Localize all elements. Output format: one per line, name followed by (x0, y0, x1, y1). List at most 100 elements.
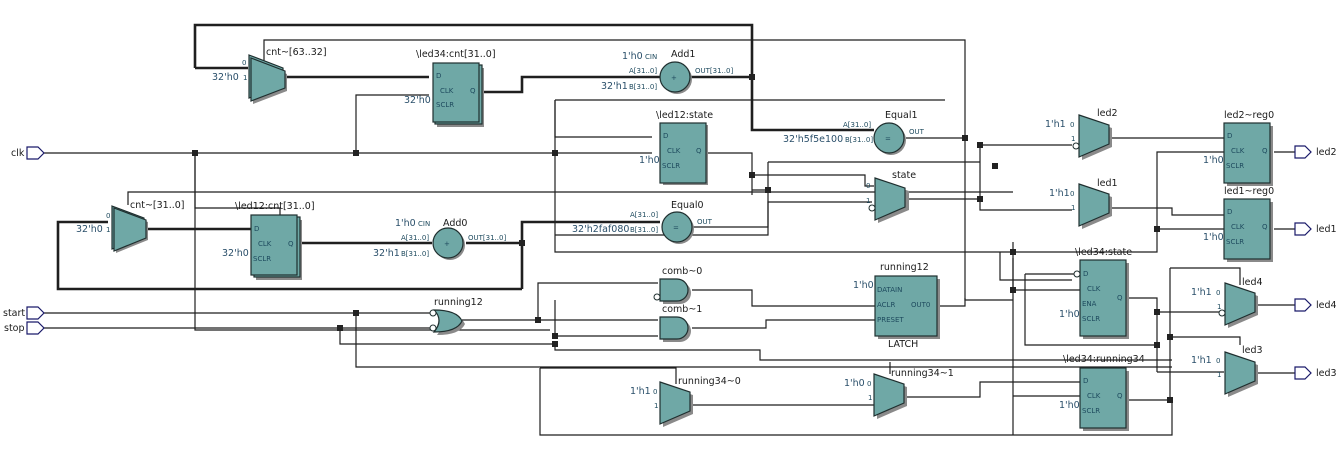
adder-add0[interactable]: + 1'h0 CIN A[31..0] 32'h1 B[31..0] OUT[3… (373, 218, 506, 260)
wire-junction (962, 135, 968, 141)
wire-junction (992, 163, 998, 169)
block-body (250, 57, 286, 102)
pin-label: CLK (440, 87, 454, 95)
port-label-led3: led3 (1316, 368, 1337, 379)
bus-bottom-loop (56, 220, 522, 291)
pin-label: A[31..0] (843, 121, 871, 129)
latch-running12[interactable]: DATAIN ACLR PRESET OUT0 1'h0 running12 L… (853, 262, 940, 350)
block-body (874, 275, 938, 337)
input-port-clk[interactable]: clk (11, 146, 45, 160)
wire-stop-down (339, 328, 1172, 361)
pin-label: Q (1117, 294, 1123, 302)
pin-label: 1 (866, 197, 870, 205)
mux-state[interactable]: 0 1 state (866, 170, 916, 223)
inverter-bubble (1073, 270, 1081, 278)
bus-led34q-add1 (482, 75, 660, 94)
wire-junction (977, 196, 983, 202)
mux-led3[interactable]: 0 1 1'h1 led3 (1191, 345, 1263, 397)
port-label-led2: led2 (1316, 147, 1337, 158)
pin-label: 0 (1216, 289, 1220, 297)
gate-running12-label: running12 (434, 297, 483, 308)
wire-junction (749, 74, 755, 80)
register-led34-running34[interactable]: D CLK SCLR Q 1'h0 \led34:running34 (1059, 354, 1145, 431)
mux-cnt-hi[interactable]: 0 1 32'h0 cnt~[63..32] (212, 47, 327, 104)
mux-cnt-lo[interactable]: 0 1 32'h0 cnt~[31..0] (76, 200, 185, 253)
pin-label: 1 (1217, 303, 1221, 311)
pin-label: D (663, 132, 668, 140)
wires (44, 23, 1295, 436)
output-port-led1[interactable]: led1 (1294, 222, 1337, 236)
wire-comb0-inv (554, 300, 658, 337)
pin-label: PRESET (877, 316, 904, 324)
output-port-led4[interactable]: led4 (1294, 298, 1337, 312)
mux-led1[interactable]: 0 1 1'h1 led1 (1049, 178, 1118, 229)
pin-label: CLK (1231, 223, 1245, 231)
pin-label: SCLR (436, 101, 454, 109)
wire-junction (749, 172, 755, 178)
mux-led2[interactable]: 0 1 1'h1 led2 (1045, 108, 1118, 160)
wire-junction (977, 142, 983, 148)
output-port-led3[interactable]: led3 (1294, 366, 1337, 380)
pin-label: + (444, 240, 450, 248)
constant-label: 1'h1 (630, 386, 651, 397)
constant-label: 1'h1 (1191, 355, 1212, 366)
pin-label: OUT (697, 218, 713, 226)
pin-label: Q (696, 147, 702, 155)
register-led1-reg0-label: led1~reg0 (1224, 186, 1274, 197)
gate-running12-or[interactable]: running12 (429, 297, 483, 335)
wire-clk-regs (999, 151, 1224, 281)
wire-junction (1154, 342, 1160, 348)
register-led12-cnt[interactable]: D CLK SCLR Q 32'h0 \led12:cnt[31..0] (222, 201, 315, 280)
adder-add1[interactable]: + 1'h0 CIN A[31..0] 32'h1 B[31..0] OUT[3… (601, 49, 733, 94)
wire-junction (519, 240, 525, 246)
pin-label: 0 (106, 212, 110, 220)
pin-label: 0 (1216, 357, 1220, 365)
block-body (432, 62, 480, 123)
wire-junction (1010, 249, 1016, 255)
constant-label: 32'h0 (222, 248, 249, 259)
mux-led4[interactable]: 0 1 1'h1 led4 (1191, 277, 1263, 328)
wire-comb0-aclr (692, 289, 876, 307)
pin-label: CLK (667, 147, 681, 155)
mux-running34-0[interactable]: 0 1 1'h1 running34~0 (630, 376, 741, 427)
wire-or-comb0 (462, 282, 658, 321)
block-body (1078, 183, 1110, 227)
gate-comb1-and[interactable]: comb~1 (659, 304, 702, 342)
mux-state-label: state (892, 170, 916, 181)
register-led12-state[interactable]: D CLK SCLR Q 1'h0 \led12:state (639, 110, 713, 185)
pin-label: D (1227, 132, 1232, 140)
gate-comb0-and[interactable]: comb~0 (653, 266, 702, 304)
register-led34-state[interactable]: D CLK ENA SCLR Q 1'h0 \led34:state (1059, 247, 1132, 339)
constant-label: 32'h1 (373, 248, 400, 259)
output-port-led2[interactable]: led2 (1294, 145, 1337, 159)
wire-outputs (1258, 151, 1295, 374)
pin-label: 0 (1070, 190, 1074, 198)
pin-label: D (436, 72, 441, 80)
pin-label: 1 (654, 402, 658, 410)
register-led34-cnt[interactable]: D CLK SCLR Q 32'h0 \led34:cnt[31..0] (404, 49, 496, 127)
register-led1-reg0[interactable]: D CLK SCLR Q 1'h0 led1~reg0 (1203, 186, 1274, 262)
pin-label: OUT (909, 128, 925, 136)
block-body (873, 373, 905, 417)
port-shape (26, 306, 45, 320)
adder-add0-label: Add0 (443, 218, 467, 229)
block-body (659, 316, 689, 340)
register-led2-reg0[interactable]: D CLK SCLR Q 1'h0 led2~reg0 (1203, 110, 1274, 186)
comparator-equal1[interactable]: = A[31..0] 32'h5f5e100 B[31..0] OUT Equa… (783, 110, 925, 155)
pin-label: = (885, 135, 891, 143)
block-body (432, 227, 464, 259)
input-port-stop[interactable]: stop (4, 321, 45, 335)
mux-running34-1[interactable]: 0 1 1'h0 running34~1 (844, 368, 954, 419)
block-body (661, 211, 693, 243)
port-shape (26, 146, 45, 160)
pin-label: CIN (645, 53, 657, 61)
comparator-equal0[interactable]: = A[31..0] 32'h2faf080 B[31..0] OUT Equa… (572, 200, 713, 244)
wire-state-loop (555, 161, 980, 236)
inverter-bubble (1218, 309, 1226, 317)
wire-junction (1010, 287, 1016, 293)
block-body (1079, 367, 1127, 429)
port-shape (1294, 145, 1312, 159)
input-port-start[interactable]: start (3, 306, 45, 320)
pin-label: 1 (1071, 204, 1075, 212)
